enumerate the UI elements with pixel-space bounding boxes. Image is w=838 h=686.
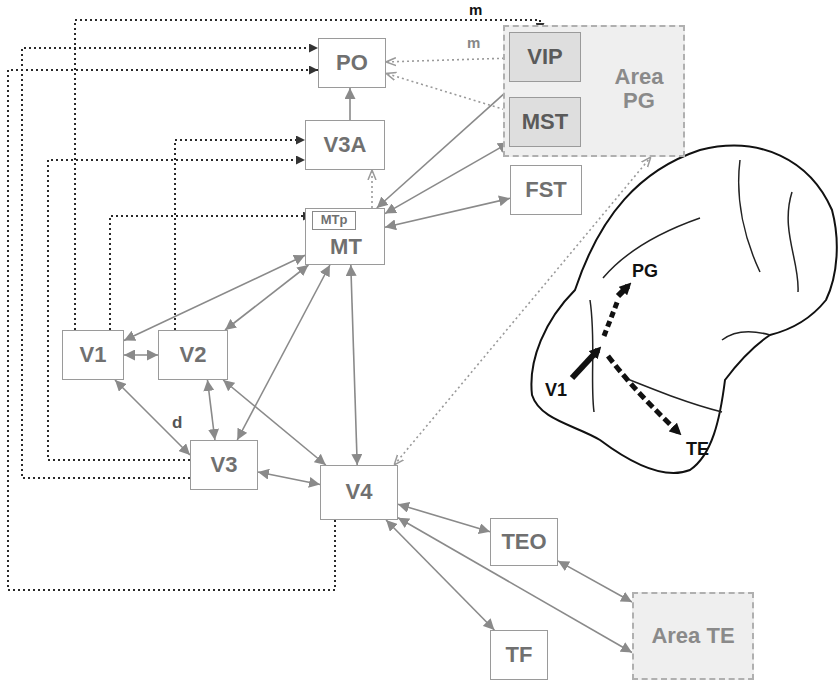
pathway-arrow <box>398 504 490 532</box>
pathway-label: m <box>468 2 483 19</box>
pathway-arrow <box>385 198 510 227</box>
area-box: FST <box>510 165 582 215</box>
pathway-arrow <box>604 300 618 336</box>
pathway-arrow <box>351 265 357 465</box>
feedback-arrow <box>48 160 305 460</box>
area-name: Area TE <box>651 624 734 648</box>
area-name: FST <box>525 178 567 202</box>
pathway-arrow <box>258 472 320 485</box>
area-box: V3 <box>190 440 258 490</box>
brain-area-label: V1 <box>545 381 567 401</box>
area-box: V1 <box>62 330 124 380</box>
area-name: V2 <box>180 343 207 367</box>
area-name: V3 <box>211 453 238 477</box>
area-name: VIP <box>527 45 562 69</box>
area-box: V4 <box>320 465 398 520</box>
area-name: TF <box>506 643 533 667</box>
pathway-arrow <box>225 265 308 330</box>
area-name: V1 <box>80 343 107 367</box>
brain-area-label: PG <box>632 262 658 282</box>
feedback-arrow <box>386 73 509 111</box>
feedback-arrow <box>75 20 540 330</box>
pathway-arrow <box>349 88 351 120</box>
feedback-arrow <box>386 58 509 62</box>
pathway-arrow <box>377 82 517 208</box>
area-name: MST <box>522 110 568 134</box>
feedback-arrow <box>110 216 312 330</box>
pathway-arrow <box>608 356 678 432</box>
sulcus <box>739 160 760 272</box>
area-box: TF <box>490 630 548 680</box>
area-name: Area PG <box>597 65 681 113</box>
area-name: V4 <box>346 480 373 504</box>
area-box: V3A <box>305 120 385 170</box>
area-box: MST <box>509 97 581 147</box>
area-box: V2 <box>158 330 228 380</box>
area-name: TEO <box>501 530 546 554</box>
pathway-arrow <box>124 354 158 356</box>
sulcus <box>722 332 770 340</box>
area-box: VIP <box>509 32 581 82</box>
brain-area-label: TE <box>686 440 709 460</box>
pathway-arrow <box>115 380 190 455</box>
area-box: MTpMT <box>305 208 385 265</box>
area-region: Area TE <box>632 592 754 680</box>
pathway-arrow <box>386 520 494 630</box>
pathway-arrow <box>124 255 305 340</box>
area-name: MT <box>306 235 386 259</box>
area-region: VIP MST Area PG <box>503 25 685 157</box>
area-name: V3A <box>324 133 367 157</box>
pathway-label: m <box>466 35 481 52</box>
feedback-arrow <box>8 70 335 590</box>
pathway-label: d <box>172 414 182 433</box>
pathway-arrow <box>558 561 632 602</box>
sulcus <box>788 192 798 292</box>
feedback-arrow <box>371 170 373 208</box>
pathway-arrow <box>237 265 330 440</box>
area-box: MTp <box>312 211 356 230</box>
pathway-arrow <box>207 380 214 440</box>
area-name: MTp <box>321 213 348 227</box>
area-name: PO <box>336 51 368 75</box>
area-box: PO <box>318 38 386 88</box>
area-box: TEO <box>490 518 558 566</box>
pathway-arrow <box>618 286 628 296</box>
pathway-arrow <box>572 350 598 378</box>
feedback-arrow <box>22 48 318 478</box>
feedback-arrow <box>175 140 305 330</box>
